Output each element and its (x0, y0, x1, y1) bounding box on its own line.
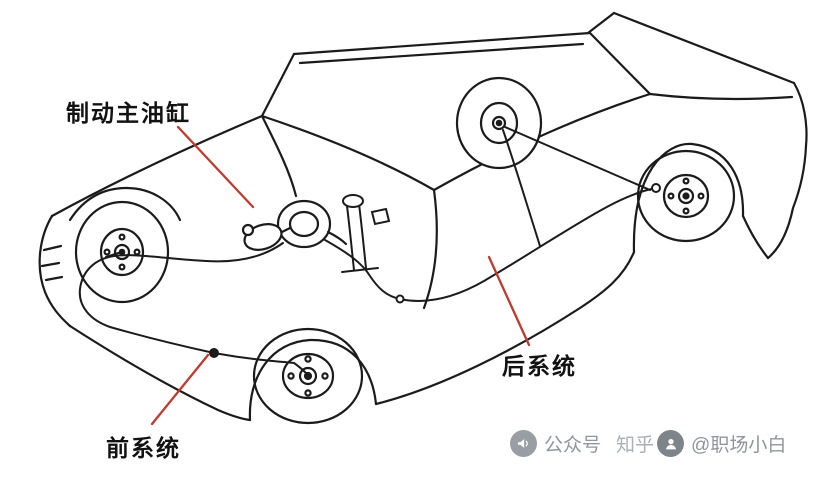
watermark: 公众号 知乎 @职场小白 (510, 430, 786, 457)
front-far-hose (105, 251, 123, 258)
pedal-bracket (370, 207, 391, 226)
label-front-system: 前系统 (106, 435, 181, 461)
windshield-bottom-line (260, 114, 436, 192)
rear-wheel (636, 149, 736, 243)
leader-rear-system (487, 255, 531, 347)
watermark-site-label: 知乎 (616, 435, 655, 456)
roof-inner-line (298, 42, 585, 65)
car-body-outline (38, 11, 808, 422)
rocker-front-line (68, 324, 252, 422)
pedal-base (341, 267, 379, 273)
cowl-line (260, 114, 298, 198)
megaphone-icon (510, 430, 537, 457)
cylinder-bracket (326, 230, 348, 246)
a-pillar-line (260, 52, 296, 118)
line-fitting (209, 348, 219, 358)
rocker-mid-line (374, 250, 636, 406)
brake-lines (78, 126, 661, 376)
door-sill-line (432, 92, 652, 192)
wheel-arches (68, 142, 745, 422)
rear-axle-wheel (455, 76, 543, 170)
door-edge-line (422, 188, 438, 310)
rear-axle-line (504, 126, 651, 191)
rear-lower-line (741, 214, 770, 260)
grille-line (44, 275, 64, 282)
deck-link-line (586, 11, 616, 35)
front-far-arch (68, 186, 182, 222)
watermark-handle-label: @职场小白 (691, 435, 787, 456)
roof-line (292, 31, 592, 56)
rear-face-line (766, 81, 808, 260)
cylinder-link (280, 226, 292, 234)
grille-line (40, 261, 61, 268)
booster-drum (276, 199, 332, 249)
brake-pedal-assembly (341, 194, 391, 273)
rear-branch-line (502, 129, 541, 247)
front-face-line (38, 214, 72, 328)
leader-master-cylinder (176, 125, 255, 209)
pedal-rod (346, 205, 355, 271)
c-pillar-line (588, 31, 652, 96)
booster-inner (288, 210, 320, 238)
leader-lines (150, 125, 531, 426)
front-circuit-line (78, 242, 309, 376)
avatar-icon (657, 430, 685, 457)
leader-front-system (150, 353, 210, 426)
label-master-cylinder: 制动主油缸 (66, 100, 191, 126)
label-rear-system: 后系统 (502, 353, 577, 379)
line-fitting (651, 183, 661, 193)
trunk-top-line (612, 11, 796, 85)
pedal-knob (342, 194, 364, 208)
line-fitting (395, 294, 405, 304)
front-near-arch (248, 338, 378, 422)
watermark-platform-label: 公众号 (544, 435, 602, 456)
reservoir-cap (241, 223, 255, 237)
master-cylinder (241, 199, 348, 251)
wheels (74, 76, 736, 425)
pedal-rod (358, 203, 367, 269)
rear-circuit-line (324, 187, 657, 302)
hood-top-line (50, 114, 264, 218)
rear-arch (632, 142, 745, 254)
rear-beltline (648, 92, 794, 101)
grille-line (42, 244, 63, 252)
front-near-wheel (252, 327, 364, 425)
